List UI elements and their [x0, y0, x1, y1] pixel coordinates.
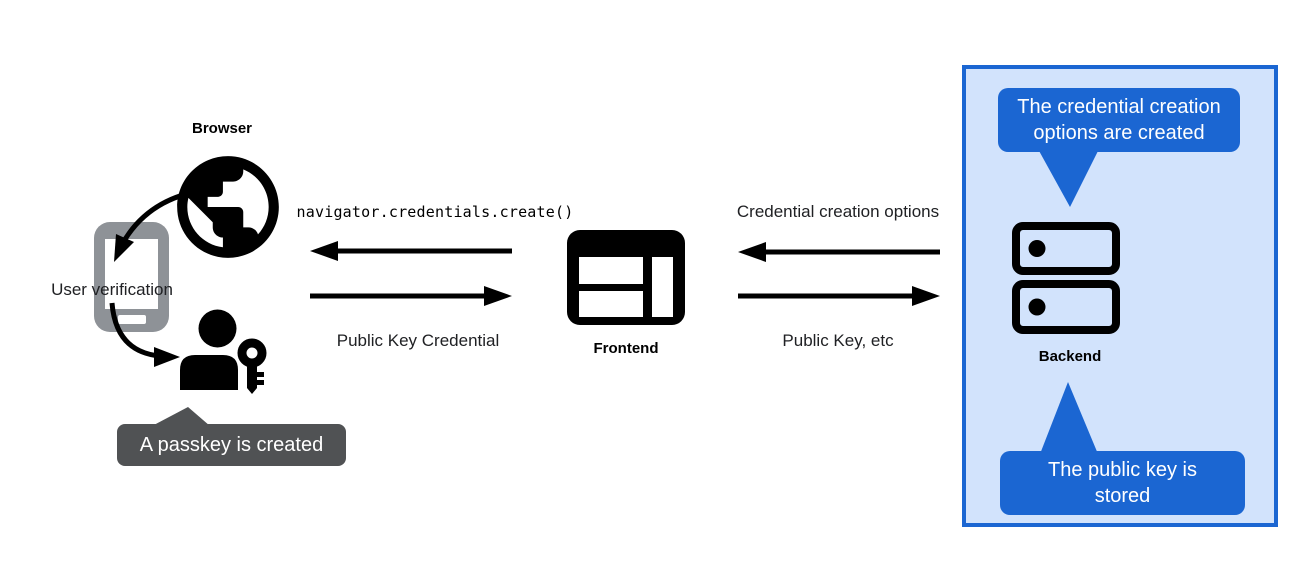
server-stack-icon	[1012, 222, 1120, 339]
user-verification-label: User verification	[51, 280, 173, 299]
globe-icon	[167, 146, 289, 273]
public-key-stored-callout: The public key is stored	[1000, 451, 1245, 515]
browser-label: Browser	[191, 120, 253, 137]
arrow-frontend-to-backend	[738, 286, 940, 306]
passkey-created-callout: A passkey is created	[117, 424, 346, 466]
browser-window-icon	[567, 230, 685, 330]
public-key-etc-label: Public Key, etc	[782, 331, 894, 350]
frontend-label: Frontend	[593, 340, 659, 357]
public-key-credential-label: Public Key Credential	[336, 331, 500, 350]
creation-options-callout: The credential creation options are crea…	[998, 88, 1240, 152]
passkey-created-callout-text: A passkey is created	[139, 433, 324, 456]
user-with-key-icon	[178, 308, 268, 399]
backend-label: Backend	[1038, 348, 1102, 365]
creation-options-callout-text: The credential creation options are crea…	[1017, 96, 1221, 144]
credential-creation-options-label: Credential creation options	[736, 202, 940, 221]
arrow-backend-to-frontend	[738, 242, 940, 262]
credentials-create-code: navigator.credentials.create()	[296, 203, 574, 221]
public-key-stored-callout-text: The public key is stored	[1048, 459, 1197, 507]
arrow-browser-to-frontend	[310, 286, 512, 306]
arrow-frontend-to-browser	[310, 241, 512, 261]
